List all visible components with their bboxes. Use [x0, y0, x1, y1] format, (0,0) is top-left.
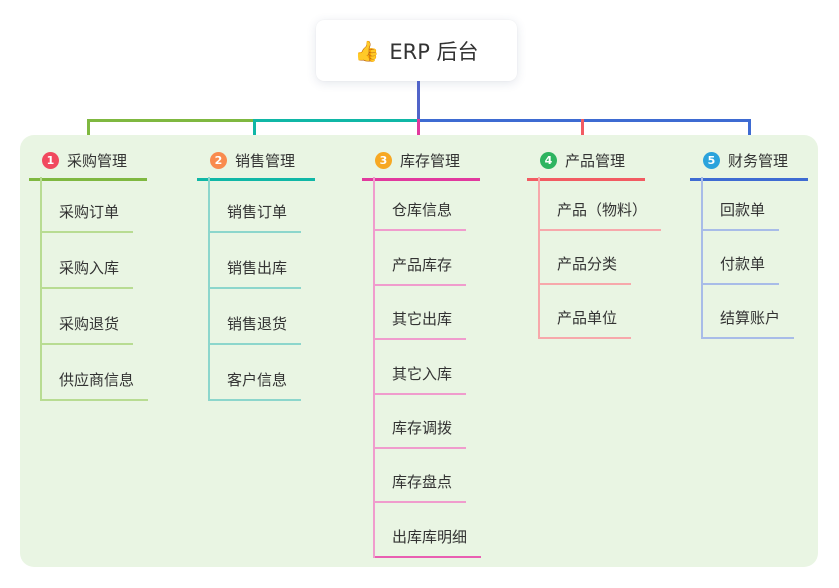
child-label: 销售退货 — [227, 315, 288, 333]
child-node[interactable]: 结算账户 — [703, 285, 795, 339]
child-node[interactable]: 库存盘点 — [375, 449, 467, 504]
child-node[interactable]: 产品分类 — [540, 231, 632, 285]
child-node[interactable]: 回款单 — [703, 177, 780, 231]
child-label: 仓库信息 — [392, 201, 453, 220]
child-node[interactable]: 销售订单 — [210, 177, 302, 233]
connector-horizontal-teal — [253, 119, 419, 122]
child-node[interactable]: 采购订单 — [42, 177, 134, 233]
child-node[interactable]: 其它入库 — [375, 340, 467, 395]
branch-5-header[interactable]: 5 财务管理 — [690, 146, 808, 181]
branch-1-number-badge: 1 — [42, 152, 59, 169]
child-label: 供应商信息 — [59, 371, 135, 389]
branch-3-header[interactable]: 3 库存管理 — [362, 146, 480, 181]
connector-drop-branch-2 — [253, 119, 256, 144]
connector-drop-branch-3 — [417, 119, 420, 144]
branch-5-title: 财务管理 — [728, 152, 789, 170]
connector-horizontal-blue — [417, 119, 751, 122]
child-node[interactable]: 销售出库 — [210, 233, 302, 289]
branch-3-number-badge: 3 — [375, 152, 392, 169]
child-label: 出库库明细 — [392, 527, 468, 546]
child-node[interactable]: 采购入库 — [42, 233, 134, 289]
child-label: 回款单 — [720, 201, 766, 219]
child-node[interactable]: 产品（物料） — [540, 177, 662, 231]
child-node[interactable]: 库存调拨 — [375, 395, 467, 449]
branch-3-children: 仓库信息 产品库存 其它出库 其它入库 库存调拨 库存盘点 出库库明细 — [373, 177, 482, 558]
child-node[interactable]: 其它出库 — [375, 286, 467, 341]
branch-2-number-badge: 2 — [210, 152, 227, 169]
child-label: 产品单位 — [557, 309, 618, 327]
mindmap-panel — [20, 135, 818, 567]
root-node-label: ERP 后台 — [389, 39, 479, 64]
child-node[interactable]: 采购退货 — [42, 289, 134, 345]
branch-2-children: 销售订单 销售出库 销售退货 客户信息 — [208, 177, 302, 401]
branch-4-header[interactable]: 4 产品管理 — [527, 146, 645, 181]
thumbs-up-icon: 👍 — [354, 38, 380, 63]
branch-1-title: 采购管理 — [67, 152, 128, 170]
child-node[interactable]: 仓库信息 — [375, 177, 467, 232]
branch-4-number-badge: 4 — [540, 152, 557, 169]
root-node[interactable]: 👍 ERP 后台 — [316, 20, 517, 81]
child-label: 采购退货 — [59, 315, 120, 333]
child-label: 结算账户 — [720, 309, 781, 327]
branch-2-title: 销售管理 — [235, 152, 296, 170]
child-node[interactable]: 供应商信息 — [42, 345, 149, 401]
branch-1-header[interactable]: 1 采购管理 — [29, 146, 147, 181]
branch-1-children: 采购订单 采购入库 采购退货 供应商信息 — [40, 177, 149, 401]
branch-4-title: 产品管理 — [565, 152, 626, 170]
child-node[interactable]: 出库库明细 — [375, 503, 482, 558]
child-label: 付款单 — [720, 255, 766, 273]
child-node[interactable]: 付款单 — [703, 231, 780, 285]
branch-3-title: 库存管理 — [400, 152, 461, 170]
child-label: 采购订单 — [59, 203, 120, 221]
branch-4-children: 产品（物料） 产品分类 产品单位 — [538, 177, 662, 339]
child-label: 销售订单 — [227, 203, 288, 221]
child-label: 产品分类 — [557, 255, 618, 273]
child-node[interactable]: 产品库存 — [375, 231, 467, 286]
child-label: 采购入库 — [59, 259, 120, 277]
connector-root-vertical — [417, 81, 420, 120]
child-label: 其它出库 — [392, 310, 453, 329]
child-label: 产品库存 — [392, 255, 453, 274]
branch-5-children: 回款单 付款单 结算账户 — [701, 177, 795, 339]
child-node[interactable]: 销售退货 — [210, 289, 302, 345]
child-node[interactable]: 客户信息 — [210, 345, 302, 401]
connector-horizontal-green — [87, 119, 255, 122]
child-node[interactable]: 产品单位 — [540, 285, 632, 339]
child-label: 其它入库 — [392, 364, 453, 383]
branch-2-header[interactable]: 2 销售管理 — [197, 146, 315, 181]
connector-drop-branch-4 — [581, 119, 584, 144]
child-label: 产品（物料） — [557, 201, 648, 219]
child-label: 库存盘点 — [392, 473, 453, 492]
connector-drop-branch-1 — [87, 119, 90, 144]
child-label: 客户信息 — [227, 371, 288, 389]
child-label: 库存调拨 — [392, 418, 453, 437]
child-label: 销售出库 — [227, 259, 288, 277]
branch-5-number-badge: 5 — [703, 152, 720, 169]
connector-drop-branch-5 — [748, 119, 751, 144]
